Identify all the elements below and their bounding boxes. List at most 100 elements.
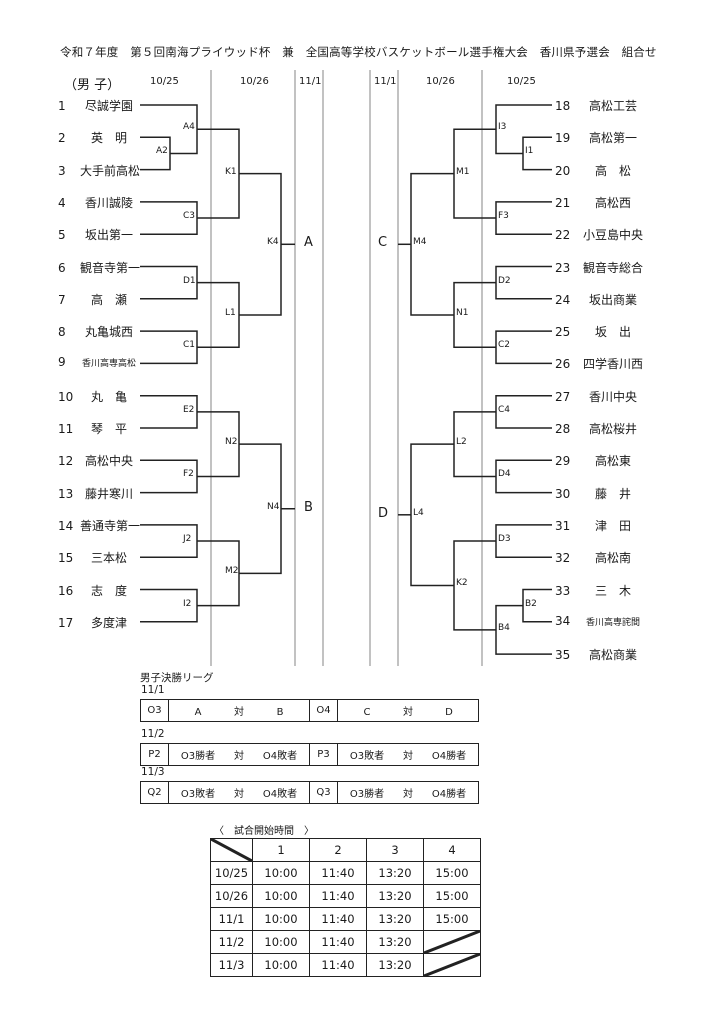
schedule-time: 11:40 xyxy=(309,884,367,908)
match-label-d1: D1 xyxy=(183,275,196,286)
division-label: （男 子） xyxy=(64,78,121,93)
team-number: 17 xyxy=(58,615,74,630)
team-b: B xyxy=(276,707,284,718)
team-name: 坂出商業 xyxy=(588,292,637,307)
match-label-c1: C1 xyxy=(183,340,196,351)
schedule-date: 11/3 xyxy=(210,953,253,977)
schedule-time: 13:20 xyxy=(366,884,424,908)
match-label-l4: L4 xyxy=(413,507,424,518)
team-number: 1 xyxy=(58,99,66,113)
team-number: 34 xyxy=(555,613,571,628)
match-label-c4: C4 xyxy=(498,404,511,415)
team-name: 小豆島中央 xyxy=(582,228,643,243)
team-name: 四学香川西 xyxy=(582,357,643,372)
team-number: 20 xyxy=(555,163,571,178)
versus-label: 対 xyxy=(234,789,244,800)
schedule-title: 〈 試合開始時間 〉 xyxy=(214,826,314,837)
match-label-n1: N1 xyxy=(456,307,469,318)
match-label-c3: C3 xyxy=(183,211,196,222)
match-label-i2: I2 xyxy=(183,598,192,609)
match-label-i1: I1 xyxy=(525,146,534,157)
team-a: O3敗者 xyxy=(349,751,385,762)
versus-label: 対 xyxy=(403,789,413,800)
team-b: O4勝者 xyxy=(431,751,467,762)
team-name: 高松南 xyxy=(594,551,631,566)
team-a: O3勝者 xyxy=(349,789,385,800)
schedule-corner-cell xyxy=(210,838,253,862)
schedule-empty-cell xyxy=(423,930,481,954)
match-label-l1: L1 xyxy=(225,307,236,318)
date-header-left-r1: 10/25 xyxy=(150,76,179,87)
match-label-b4: B4 xyxy=(498,622,510,633)
team-number: 22 xyxy=(555,228,571,243)
team-name: 英 明 xyxy=(90,131,127,146)
game-code: P2 xyxy=(140,743,169,766)
team-b: O4敗者 xyxy=(262,751,298,762)
date-header-right-r1: 10/25 xyxy=(507,76,536,87)
group-label-d: D xyxy=(378,505,389,521)
versus-label: 対 xyxy=(403,751,413,762)
schedule-time: 11:40 xyxy=(309,861,367,885)
match-label-f3: F3 xyxy=(498,211,509,222)
schedule-time: 13:20 xyxy=(366,953,424,977)
team-name: 香川高専高松 xyxy=(81,359,136,370)
match-label-f2: F2 xyxy=(183,469,194,480)
schedule-time: 10:00 xyxy=(252,884,310,908)
team-name: 尽誠学園 xyxy=(84,99,133,113)
schedule-time: 15:00 xyxy=(423,861,481,885)
schedule-column-header: 4 xyxy=(423,838,481,862)
team-name: 志 度 xyxy=(90,583,127,598)
team-number: 31 xyxy=(555,518,571,533)
match-label-k1: K1 xyxy=(225,166,237,177)
group-label-c: C xyxy=(378,235,388,251)
team-number: 29 xyxy=(555,454,571,469)
group-label-a: A xyxy=(304,235,313,251)
diagonal-line xyxy=(424,954,480,976)
team-number: 25 xyxy=(555,325,571,340)
schedule-date: 11/1 xyxy=(210,907,253,931)
team-name: 丸亀城西 xyxy=(84,325,133,340)
team-number: 28 xyxy=(555,422,571,436)
left-team-row: 8 丸亀城西 xyxy=(58,323,138,340)
team-number: 2 xyxy=(58,131,66,146)
team-number: 33 xyxy=(555,583,571,598)
schedule-time: 10:00 xyxy=(252,907,310,931)
schedule-date: 10/26 xyxy=(210,884,253,908)
schedule-time: 15:00 xyxy=(423,884,481,908)
team-name: 高松中央 xyxy=(84,454,133,469)
schedule-time: 11:40 xyxy=(309,907,367,931)
date-header-right-r3: 11/1 xyxy=(374,76,397,87)
team-number: 8 xyxy=(58,325,66,340)
schedule-time: 15:00 xyxy=(423,907,481,931)
team-number: 15 xyxy=(58,551,74,566)
team-name: 坂出第一 xyxy=(84,228,133,243)
team-b: D xyxy=(445,707,453,718)
schedule-time: 10:00 xyxy=(252,930,310,954)
match-label-m1: M1 xyxy=(456,166,470,177)
team-a: C xyxy=(363,707,371,718)
match-label-d2: D2 xyxy=(498,275,511,286)
